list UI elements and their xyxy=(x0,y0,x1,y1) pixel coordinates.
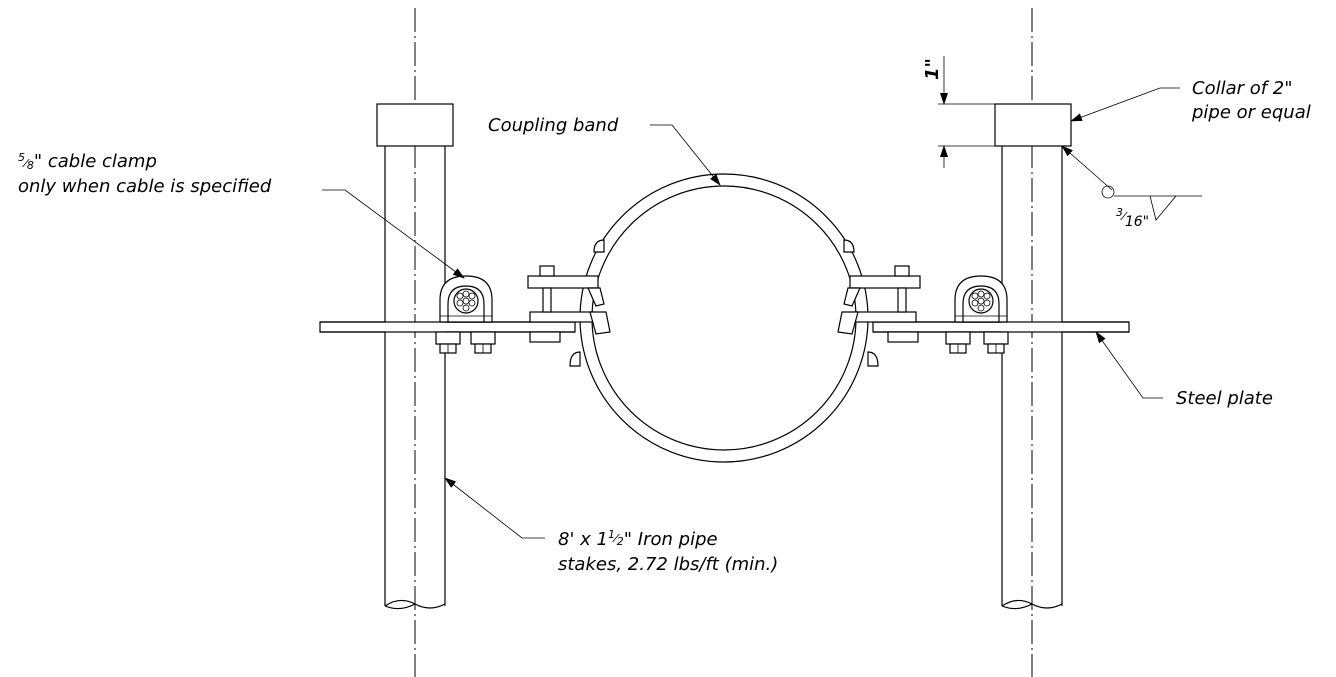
cable-clamp-fraction-den: 8 xyxy=(27,159,34,172)
pipe-label-part-a: 8' x 1 xyxy=(558,529,608,550)
weld-symbol xyxy=(1061,145,1202,221)
left-plate-bolts xyxy=(435,331,496,354)
left-cable-clamp xyxy=(439,275,493,323)
steel-plate xyxy=(319,321,1130,333)
collar-label-line1: Collar of 2" xyxy=(1192,78,1293,99)
cable-clamp-fraction-num: 5 xyxy=(18,151,25,164)
right-collar xyxy=(994,103,1072,147)
pipe-stake-label-line2: stakes, 2.72 lbs/ft (min.) xyxy=(558,554,778,575)
collar-dimension xyxy=(938,56,995,168)
left-pipe-stake xyxy=(384,146,446,610)
left-band-flange xyxy=(527,239,611,367)
pipe-label-part-b: " Iron pipe xyxy=(624,529,718,550)
pipe-fraction-num: 1 xyxy=(608,528,615,541)
cable-clamp-label-line2: only when cable is specified xyxy=(18,176,272,197)
coupling-band-label: Coupling band xyxy=(488,115,619,136)
right-pipe-stake xyxy=(1001,146,1063,610)
weld-fraction-den: 16 xyxy=(1125,214,1143,230)
cable-clamp-leader xyxy=(322,189,465,279)
collar-dimension-label: 1" xyxy=(922,58,943,80)
steel-plate-leader xyxy=(1095,331,1163,399)
cable-clamp-label-line1: 5⁄8" cable clamp xyxy=(18,151,157,172)
cable-clamp-text: " cable clamp xyxy=(34,151,157,172)
weld-size-label: 3⁄16" xyxy=(1116,206,1149,230)
weld-inch-mark: " xyxy=(1143,214,1149,230)
left-collar xyxy=(376,103,454,147)
pipe-stake-label-line1: 8' x 11⁄2" Iron pipe xyxy=(558,528,718,550)
right-band-flange xyxy=(837,239,921,367)
pipe-fraction-den: 2 xyxy=(617,535,624,548)
right-cable-clamp xyxy=(954,275,1008,323)
weld-fraction-num: 3 xyxy=(1116,206,1123,219)
right-plate-bolts xyxy=(945,331,1009,354)
steel-plate-label: Steel plate xyxy=(1176,388,1273,409)
coupling-band-leader xyxy=(650,124,721,186)
collar-leader xyxy=(1070,87,1180,122)
pipe-stake-leader xyxy=(444,477,545,539)
coupling-band xyxy=(579,173,869,463)
collar-label-line2: pipe or equal xyxy=(1191,102,1311,123)
